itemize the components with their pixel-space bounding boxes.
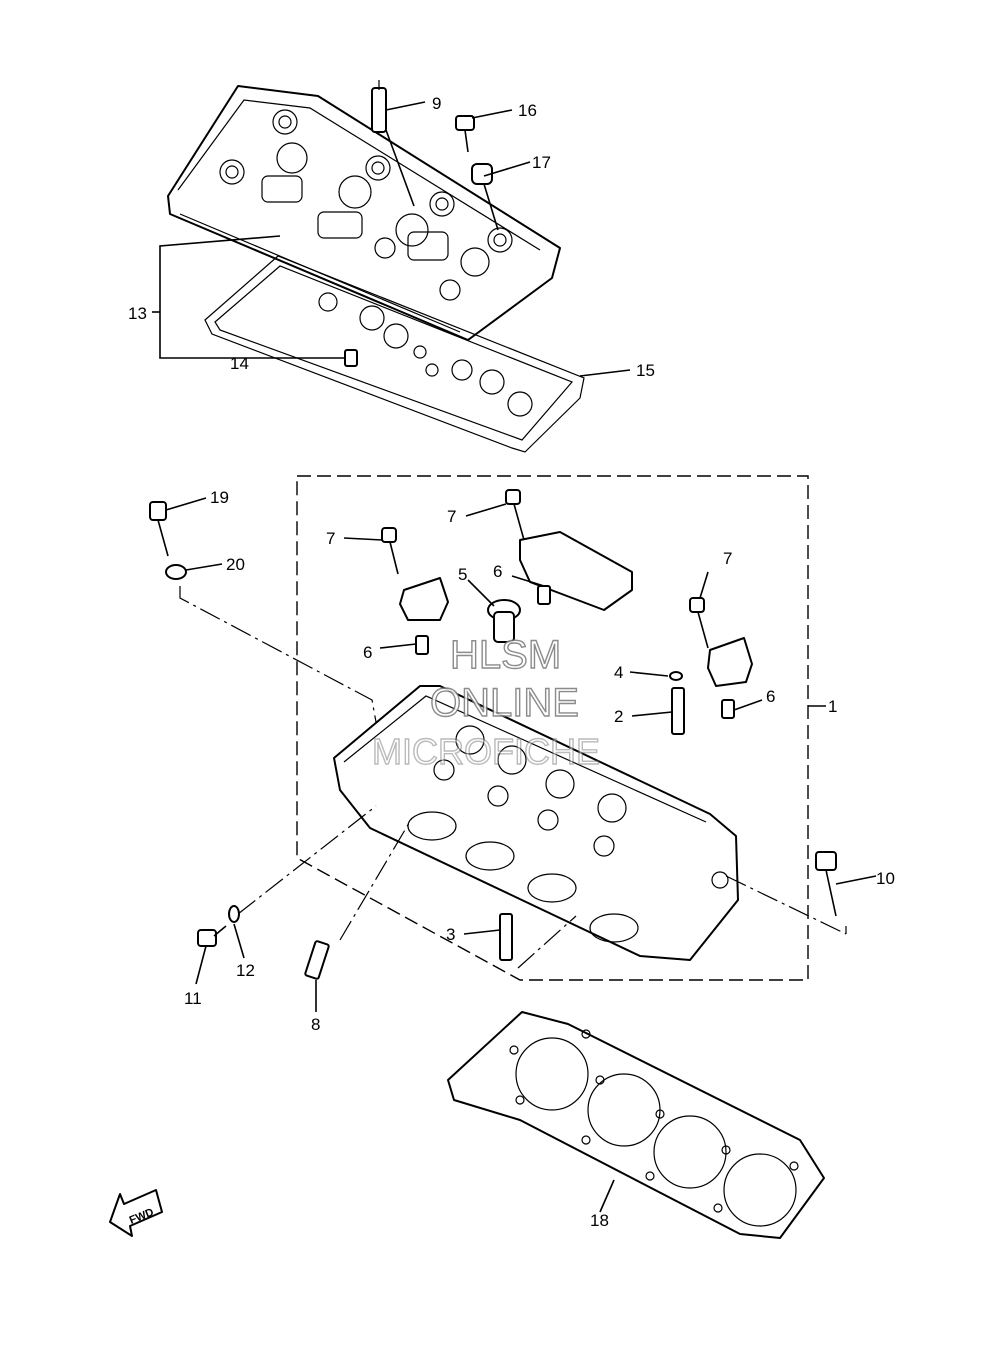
callout-1: 1 [828,697,837,716]
washer [165,564,187,580]
cylinder-head-bolt [815,851,837,917]
callout-17: 17 [532,153,551,172]
callout-20: 20 [226,555,245,574]
callout-18: 18 [590,1211,609,1230]
callout-7a: 7 [326,529,335,548]
callout-14: 14 [230,354,249,373]
callout-6c: 6 [766,687,775,706]
blind-plug [487,599,521,643]
spark-plug [371,80,387,133]
callout-15: 15 [636,361,655,380]
cylinder-head-cover [167,85,561,341]
o-ring [669,671,683,681]
assembly-boundary [296,475,809,981]
washer [228,905,240,923]
watermark-line1: HLSM [450,633,561,677]
cylinder-head-gasket [447,1011,825,1239]
forward-direction-arrow: FWD [109,1189,163,1237]
watermark-line2: ONLINE [430,681,579,725]
stud-bolt [304,940,330,980]
stud-bolt [671,687,685,735]
callout-11: 11 [184,989,202,1008]
watermark: HLSM ONLINE MICROFICHE [371,632,600,772]
dowel-pin [344,349,358,367]
callout-6a: 6 [493,562,502,581]
callout-4: 4 [614,663,623,682]
watermark-line3: MICROFICHE [372,731,600,772]
camshaft-cap [399,531,753,687]
callout-6b: 6 [363,643,372,662]
callout-16: 16 [518,101,537,120]
callout-12: 12 [236,961,255,980]
bolt [197,925,227,947]
head-cover-gasket [204,255,585,453]
bolt [149,501,169,557]
callout-13: 13 [128,304,147,323]
cylinder-head [333,685,739,961]
callout-8: 8 [311,1015,320,1034]
grommet-bolt [455,115,475,153]
camshaft-cap-bolt [381,489,709,649]
callout-2: 2 [614,707,623,726]
collar [499,913,513,961]
callout-9: 9 [432,94,441,113]
callout-19: 19 [210,488,229,507]
callout-7c: 7 [723,549,732,568]
callout-labels: 9 16 17 13 14 15 19 20 7 7 7 5 6 6 6 4 2… [128,94,895,1230]
dowel-pin [415,585,735,719]
callout-7b: 7 [447,507,456,526]
callout-5: 5 [458,565,467,584]
callout-3: 3 [446,925,455,944]
callout-10: 10 [876,869,895,888]
